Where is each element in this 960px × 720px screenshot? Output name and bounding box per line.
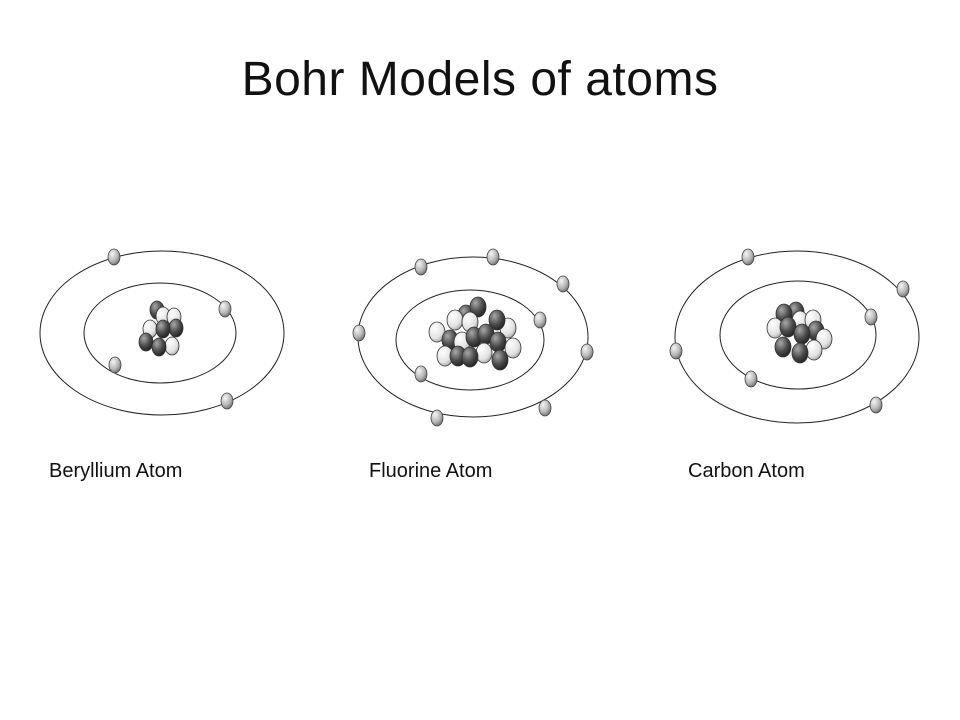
- carbon-atom-label: Carbon Atom: [688, 460, 805, 482]
- electron: [414, 365, 428, 383]
- beryllium-atom-label: Beryllium Atom: [49, 460, 183, 482]
- electron: [556, 275, 570, 293]
- electron: [538, 399, 552, 417]
- electron: [220, 392, 234, 410]
- neutron: [138, 332, 154, 352]
- electron: [896, 280, 910, 298]
- electron: [430, 409, 444, 427]
- proton: [475, 342, 493, 364]
- outer-orbit: [674, 250, 920, 424]
- electrons: [669, 248, 910, 414]
- electron: [486, 248, 500, 266]
- proton: [164, 336, 180, 356]
- electrons: [107, 248, 234, 410]
- electron: [533, 311, 547, 329]
- electron: [864, 308, 878, 326]
- electron: [744, 370, 758, 388]
- nucleus: [766, 301, 833, 364]
- carbon-atom: [669, 248, 920, 424]
- neutron: [791, 342, 809, 364]
- neutron: [461, 346, 479, 368]
- electrons: [352, 248, 594, 427]
- inner-orbit: [83, 282, 237, 384]
- electron: [218, 300, 232, 318]
- slide-title: Bohr Models of atoms: [241, 53, 719, 106]
- electron: [107, 248, 121, 266]
- neutron: [168, 318, 184, 338]
- neutron: [774, 336, 792, 358]
- fluorine-atom: [352, 248, 594, 427]
- inner-orbit: [719, 280, 877, 390]
- proton: [504, 337, 522, 359]
- electron: [580, 343, 594, 361]
- outer-orbit: [39, 250, 285, 416]
- neutron: [469, 296, 487, 318]
- electron: [108, 356, 122, 374]
- electron: [414, 258, 428, 276]
- neutron: [491, 349, 509, 371]
- nucleus: [138, 300, 184, 357]
- inner-orbit: [395, 289, 545, 391]
- beryllium-atom: [39, 248, 285, 416]
- neutron: [793, 323, 811, 345]
- neutron: [155, 319, 171, 339]
- electron: [741, 248, 755, 266]
- neutron: [489, 331, 507, 353]
- proton: [805, 339, 823, 361]
- electron: [352, 324, 366, 342]
- proton: [446, 309, 464, 331]
- nucleus: [428, 296, 522, 371]
- electron: [869, 396, 883, 414]
- neutron: [151, 337, 167, 357]
- fluorine-atom-label: Fluorine Atom: [369, 460, 493, 482]
- neutron: [488, 309, 506, 331]
- electron: [669, 342, 683, 360]
